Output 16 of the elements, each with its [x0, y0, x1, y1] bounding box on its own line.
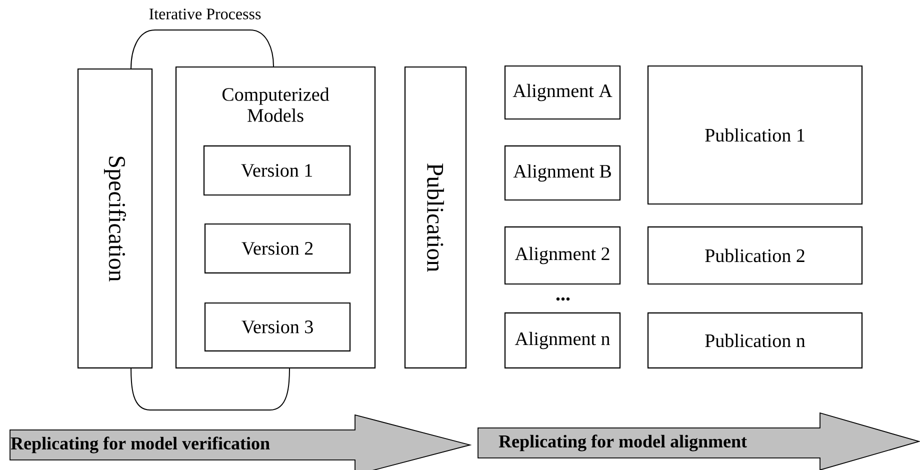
- process-box: Version 2: [204, 223, 351, 274]
- process-box: Version 3: [204, 302, 351, 352]
- process-box: Publication 1: [647, 65, 863, 205]
- process-box: Alignment n: [504, 312, 621, 369]
- edge-label: Iterative Processs: [148, 8, 262, 20]
- process-box: Alignment 2: [504, 226, 621, 285]
- process-box: Publication: [404, 66, 467, 369]
- process-box: Specification: [77, 68, 153, 369]
- connector-curve: [130, 368, 290, 410]
- process-box: Version 1: [203, 145, 351, 196]
- process-box: Publication 2: [647, 226, 863, 285]
- process-box: Publication n: [647, 312, 863, 369]
- process-box: Alignment A: [504, 65, 621, 120]
- connector-curve: [130, 30, 274, 69]
- process-box: Alignment B: [504, 145, 621, 201]
- ellipsis-label: ...: [556, 297, 570, 301]
